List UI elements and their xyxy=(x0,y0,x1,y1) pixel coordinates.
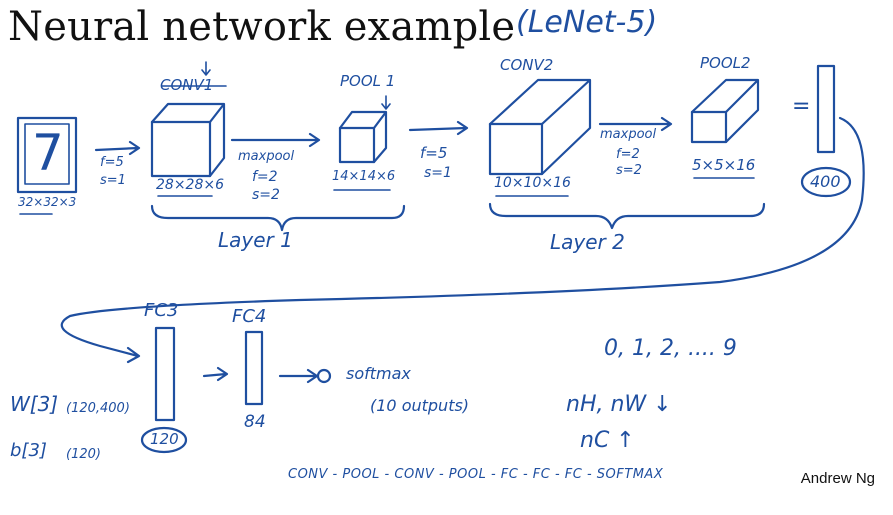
fc3-bias-label: b[3] xyxy=(10,440,47,461)
softmax-node xyxy=(316,368,332,384)
pool2-output-size: 5×5×16 xyxy=(692,156,756,174)
input-size-label: 32×32×3 xyxy=(18,195,77,209)
fc3-units: 120 xyxy=(150,430,179,448)
pool1-output-size: 14×14×6 xyxy=(332,169,396,184)
conv1-param-s: s=1 xyxy=(100,173,126,188)
softmax-label: softmax xyxy=(346,364,411,383)
pool2-label: POOL2 xyxy=(700,54,751,72)
input-image xyxy=(16,116,78,194)
layer2-brace xyxy=(488,202,766,230)
page-title: Neural network example xyxy=(8,4,516,50)
conv2-volume xyxy=(488,78,592,176)
fc3-label: FC3 xyxy=(144,300,179,321)
pool1-label: POOL 1 xyxy=(340,72,396,90)
conv2-param-s: s=1 xyxy=(424,165,452,181)
author-signature: Andrew Ng xyxy=(800,470,875,487)
conv1-param-f: f=5 xyxy=(100,155,124,170)
layer1-brace xyxy=(150,204,406,232)
flatten-vector xyxy=(800,64,852,198)
arrow-fc4-softmax xyxy=(278,368,319,384)
softmax-outputs: (10 outputs) xyxy=(370,396,470,415)
pool2-type: maxpool xyxy=(600,127,657,142)
arrow-conv2-pool2 xyxy=(598,116,673,132)
flatten-equals: = xyxy=(792,94,811,119)
conv1-down-arrow xyxy=(201,61,211,76)
conv1-label: CONV1 xyxy=(160,76,214,94)
layer1-label: Layer 1 xyxy=(218,228,293,252)
arrow-conv1-pool1 xyxy=(230,132,321,148)
arrow-fc3-fc4 xyxy=(202,366,229,382)
pool1-type: maxpool xyxy=(238,149,295,164)
fc3-weights-shape: (120,400) xyxy=(66,401,130,416)
digit-classes: 0, 1, 2, .... 9 xyxy=(604,336,737,361)
conv2-param-f: f=5 xyxy=(420,144,448,162)
fc4-units: 84 xyxy=(244,412,266,432)
channels-note: nC ↑ xyxy=(580,428,635,453)
pool1-volume xyxy=(338,110,388,164)
fc4-vector xyxy=(244,330,264,406)
pool1-down-arrow xyxy=(381,95,391,110)
pool1-param-f: f=2 xyxy=(252,169,278,185)
conv1-output-size: 28×28×6 xyxy=(156,177,224,193)
input-digit: 7 xyxy=(32,124,64,182)
pool2-volume xyxy=(690,78,760,144)
pool2-param-s: s=2 xyxy=(616,163,642,178)
arrow-pool1-conv2 xyxy=(408,120,469,136)
fc3-vector xyxy=(140,326,188,454)
conv1-volume xyxy=(150,102,226,178)
pool2-param-f: f=2 xyxy=(616,147,640,162)
conv2-label: CONV2 xyxy=(500,56,554,74)
layer2-label: Layer 2 xyxy=(550,230,625,254)
conv2-output-size: 10×10×16 xyxy=(494,175,571,191)
fc3-bias-shape: (120) xyxy=(66,447,101,462)
arrow-input-conv1 xyxy=(94,140,141,156)
fc4-label: FC4 xyxy=(232,306,267,327)
flatten-count: 400 xyxy=(810,172,841,191)
page-subtitle: (LeNet-5) xyxy=(516,5,658,40)
flatten-to-fc3-connector xyxy=(60,116,865,364)
pool1-param-s: s=2 xyxy=(252,187,280,203)
architecture-summary: CONV - POOL - CONV - POOL - FC - FC - FC… xyxy=(288,467,664,482)
height-width-note: nH, nW ↓ xyxy=(566,392,672,417)
fc3-weights-label: W[3] xyxy=(10,392,59,416)
